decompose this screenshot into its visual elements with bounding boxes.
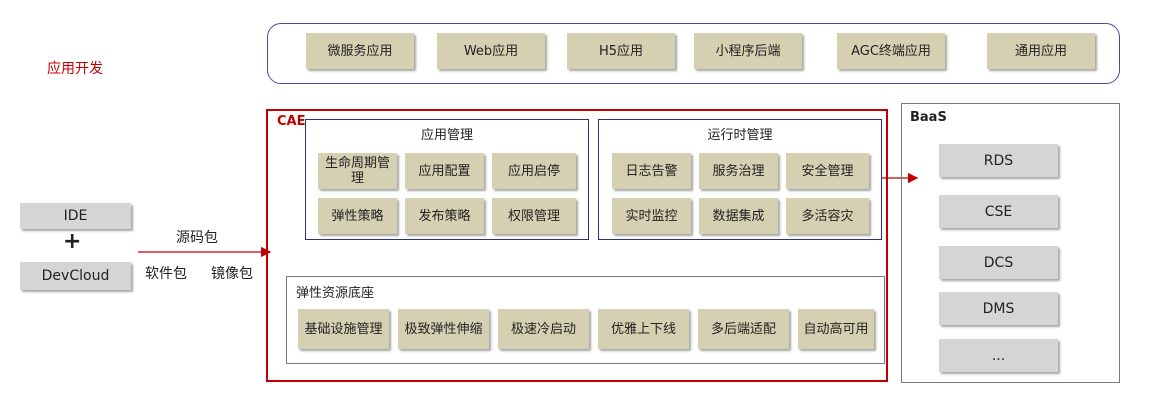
app-mgmt-release-policy: 发布策略 [405,198,484,234]
app-management-panel: 应用管理 生命周期管理 应用配置 应用启停 弹性策略 发布策略 权限管理 [305,119,589,240]
top-app-miniprogram: 小程序后端 [694,33,802,69]
software-package-label: 软件包 [145,266,187,282]
baas-rds: RDS [939,144,1058,177]
elastic-auto-ha: 自动高可用 [798,309,874,349]
elastic-multi-backend: 多后端适配 [698,309,789,349]
baas-panel: BaaS RDS CSE DCS DMS ... [901,103,1120,383]
top-app-microservice: 微服务应用 [306,33,414,69]
ide-box: IDE [20,203,131,229]
baas-more: ... [939,339,1058,372]
cae-title: CAE [277,114,306,129]
runtime-monitoring: 实时监控 [612,198,691,234]
runtime-management-panel: 运行时管理 日志告警 服务治理 安全管理 实时监控 数据集成 多活容灾 [598,119,882,240]
elastic-graceful-online: 优雅上下线 [598,309,689,349]
runtime-security: 安全管理 [786,153,869,189]
top-apps-panel: 微服务应用 Web应用 H5应用 小程序后端 AGC终端应用 通用应用 [267,23,1120,84]
runtime-log-alarm: 日志告警 [612,153,691,189]
runtime-service-governance: 服务治理 [699,153,778,189]
top-app-agc: AGC终端应用 [837,33,945,69]
elastic-base-title: 弹性资源底座 [296,286,375,301]
app-mgmt-permission: 权限管理 [492,198,576,234]
elastic-cold-start: 极速冷启动 [498,309,589,349]
app-mgmt-elastic-policy: 弹性策略 [318,198,397,234]
cae-panel: CAE 应用管理 生命周期管理 应用配置 应用启停 弹性策略 发布策略 权限管理… [266,109,888,382]
baas-title: BaaS [910,110,947,125]
app-mgmt-config: 应用配置 [405,153,484,189]
baas-dms: DMS [939,292,1058,325]
devcloud-box: DevCloud [20,262,131,290]
runtime-disaster-recovery: 多活容灾 [786,198,869,234]
image-package-label: 镜像包 [211,266,253,282]
plus-sign: + [63,229,82,254]
app-management-title: 应用管理 [420,128,473,143]
runtime-data-integration: 数据集成 [699,198,778,234]
top-app-web: Web应用 [437,33,545,69]
top-app-generic: 通用应用 [987,33,1095,69]
runtime-management-title: 运行时管理 [707,128,773,143]
elastic-infra-mgmt: 基础设施管理 [298,309,389,349]
source-package-label: 源码包 [176,230,218,246]
baas-dcs: DCS [939,246,1058,279]
elastic-base-panel: 弹性资源底座 基础设施管理 极致弹性伸缩 极速冷启动 优雅上下线 多后端适配 自… [286,276,885,364]
baas-cse: CSE [939,195,1058,228]
app-dev-title: 应用开发 [47,61,103,77]
app-mgmt-start-stop: 应用启停 [492,153,576,189]
top-app-h5: H5应用 [567,33,675,69]
elastic-scaling: 极致弹性伸缩 [398,309,489,349]
app-mgmt-lifecycle: 生命周期管理 [318,153,397,189]
